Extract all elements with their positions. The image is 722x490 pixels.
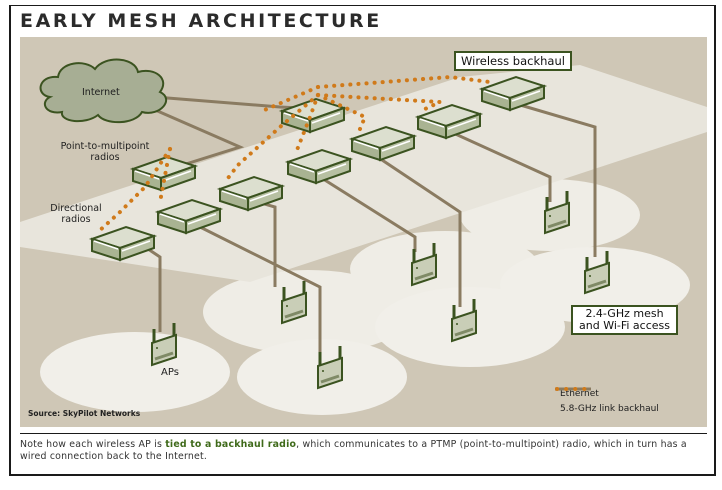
wireless-backhaul-label: Wireless backhaul xyxy=(454,51,572,71)
internet-label: Internet xyxy=(82,87,120,98)
legend: Ethernet 5.8-GHz link backhaul xyxy=(555,386,659,416)
backhaul-swatch xyxy=(555,387,591,391)
ethernet-links xyxy=(129,93,597,352)
legend-label-backhaul: 5.8-GHz link backhaul xyxy=(560,403,659,414)
caption-text-after: , which communicates to a PTMP (point-to… xyxy=(20,439,687,462)
legend-item-backhaul: 5.8-GHz link backhaul xyxy=(555,387,659,416)
caption-text-before: Note how each wireless AP is xyxy=(20,439,166,450)
diagram-svg xyxy=(20,58,707,415)
mesh-label-line2: and Wi-Fi access xyxy=(579,319,670,332)
figure-title: EARLY MESH ARCHITECTURE xyxy=(20,10,382,32)
mesh-label-line1: 2.4-GHz mesh xyxy=(585,307,664,320)
internet-cloud xyxy=(39,58,168,124)
source-credit: Source: SkyPilot Networks xyxy=(28,409,141,418)
caption-divider xyxy=(20,433,707,434)
directional-radios-label: Directional radios xyxy=(50,203,102,225)
figure-caption: Note how each wireless AP is tied to a b… xyxy=(20,439,705,463)
mesh-access-label: 2.4-GHz mesh and Wi-Fi access xyxy=(571,305,678,335)
caption-highlight: tied to a backhaul radio xyxy=(165,439,297,450)
mesh-diagram: Internet Point-to-multipoint radios Dire… xyxy=(20,37,707,427)
legend-label-ethernet: Ethernet xyxy=(560,388,599,399)
aps-label: APs xyxy=(161,367,179,378)
ptmp-radios-label: Point-to-multipoint radios xyxy=(60,141,150,163)
backhaul-links xyxy=(96,74,492,234)
